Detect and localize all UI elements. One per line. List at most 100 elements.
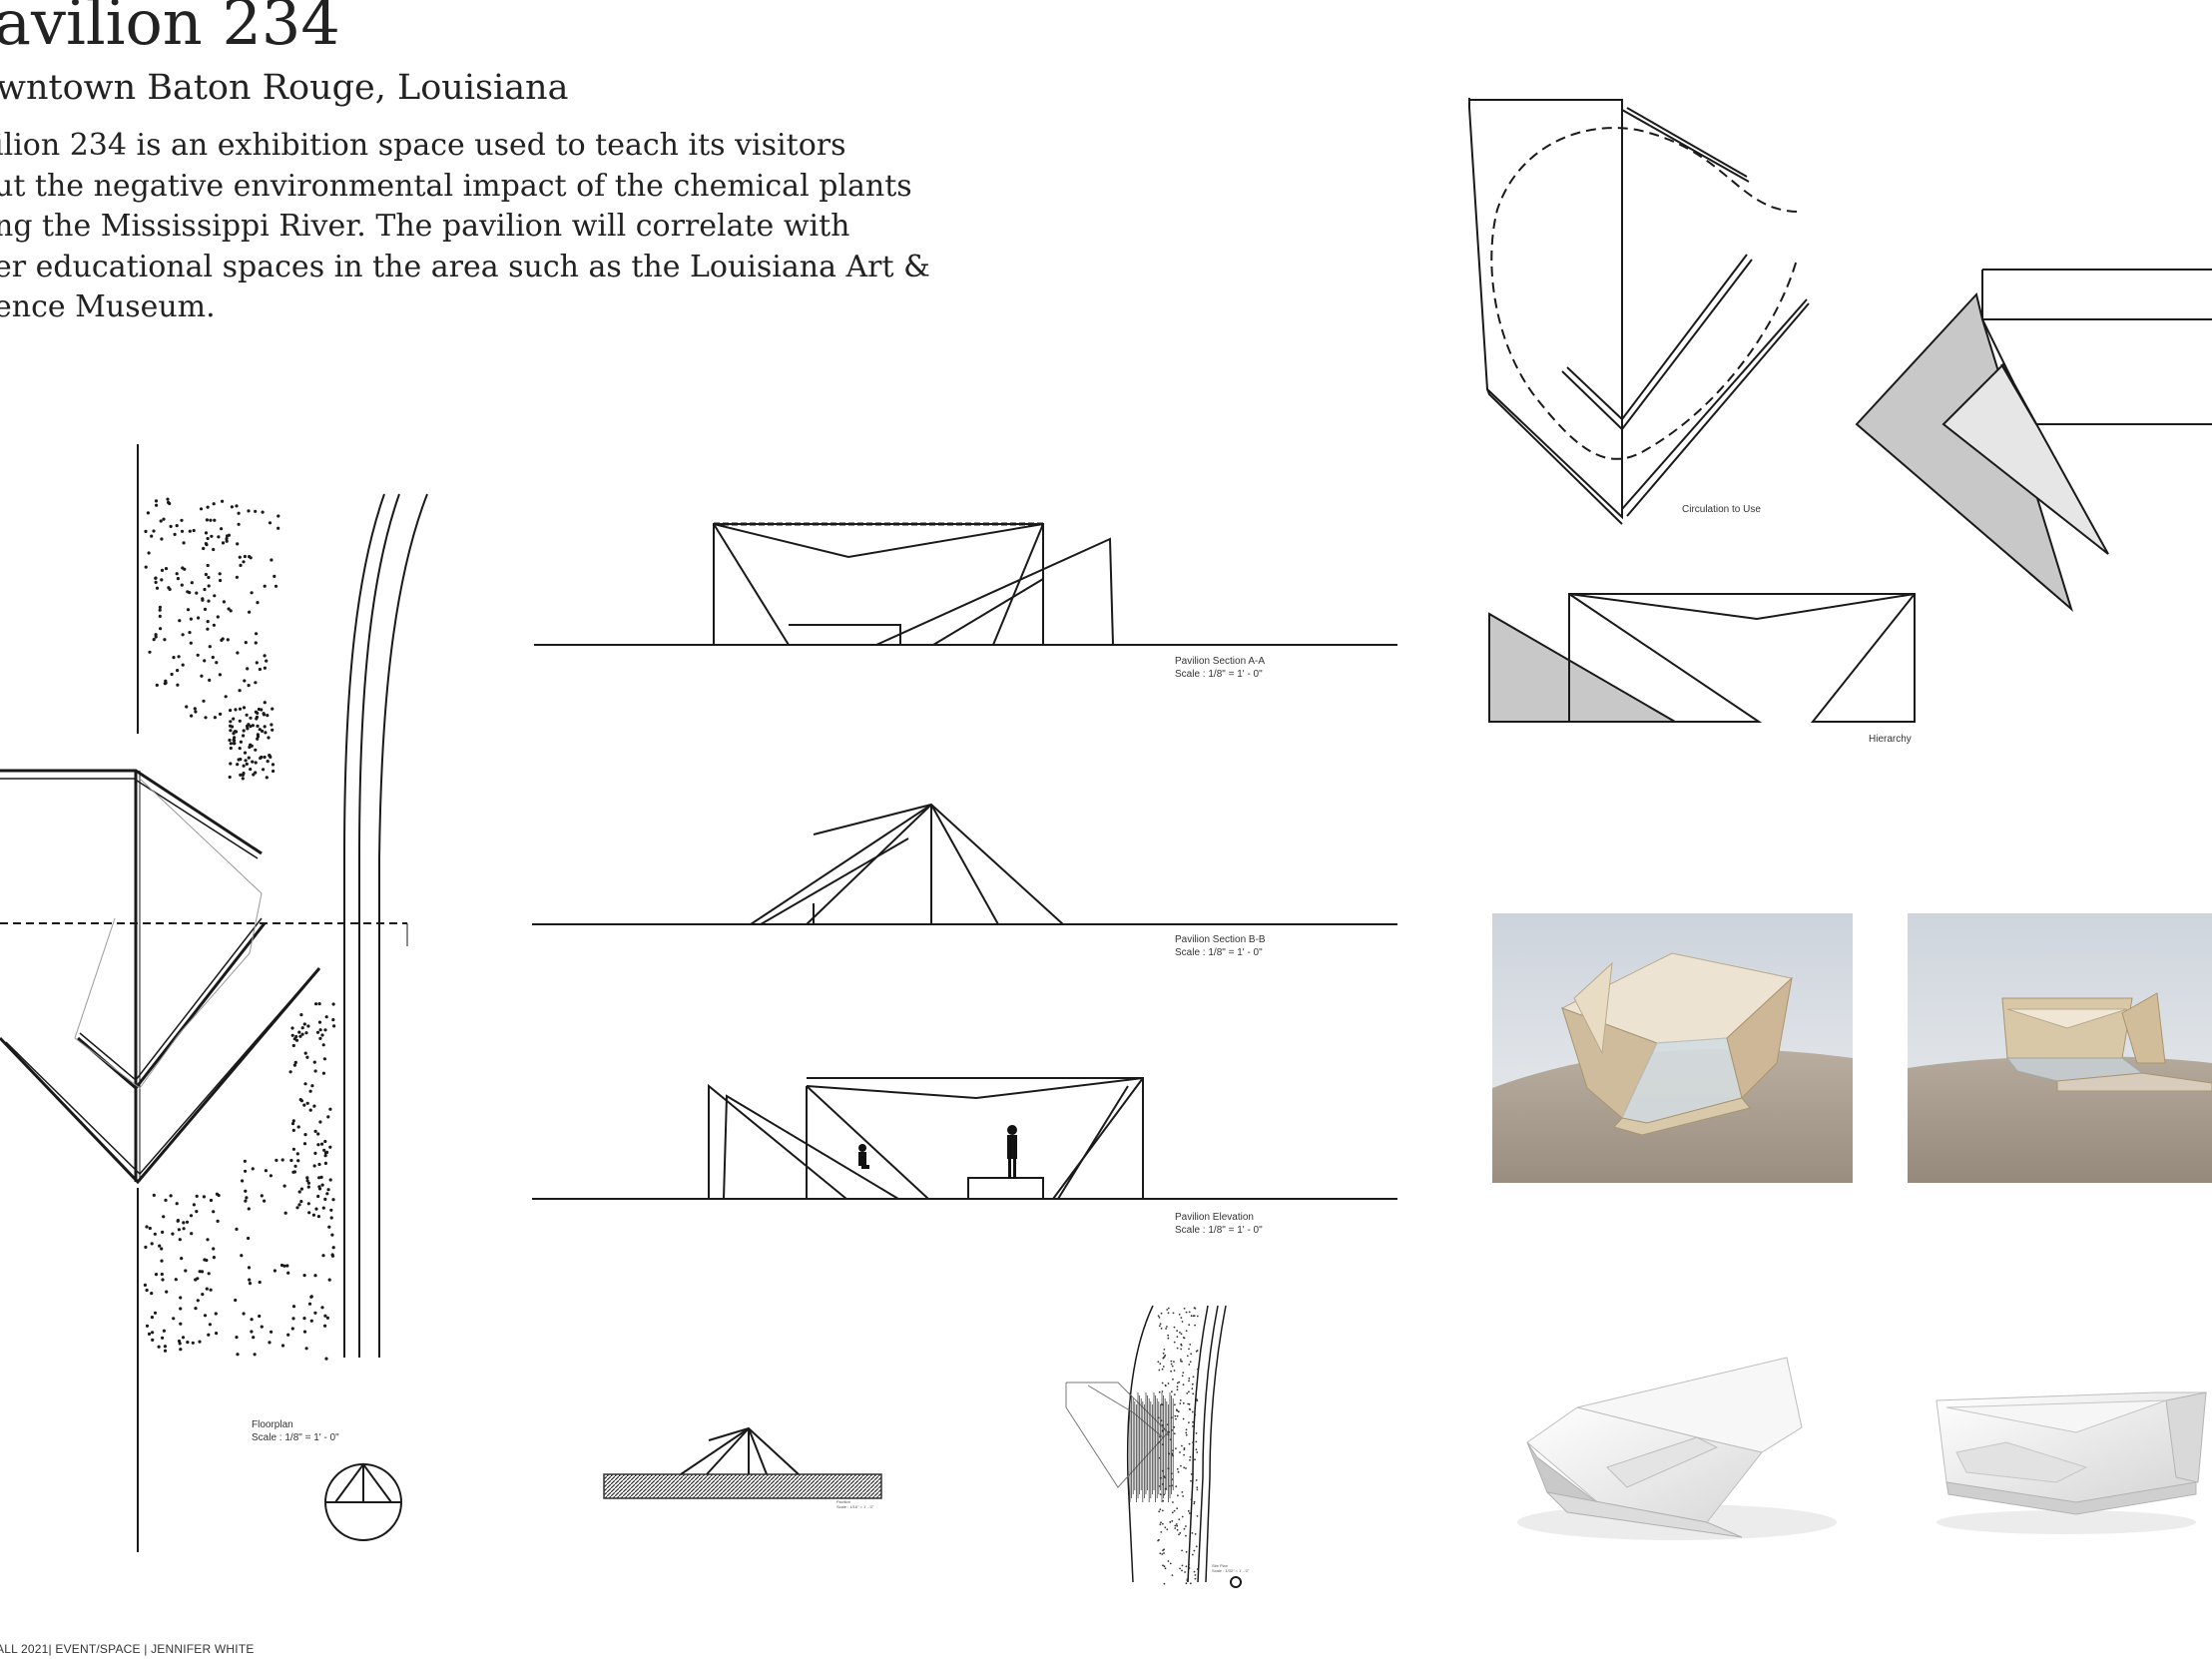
vegetation-dot — [299, 1013, 303, 1017]
vegetation-dot — [320, 1033, 324, 1037]
vegetation-dot — [271, 763, 276, 767]
vegetation-dot — [1188, 1311, 1191, 1314]
vegetation-dot — [320, 1142, 324, 1146]
vegetation-dot — [1173, 1432, 1176, 1435]
vegetation-dot — [160, 568, 165, 572]
vegetation-dot — [1180, 1333, 1183, 1336]
vegetation-dot — [1173, 1341, 1176, 1344]
vegetation-dot — [247, 1236, 251, 1241]
vegetation-dot — [290, 1026, 294, 1030]
vegetation-dot — [185, 705, 189, 709]
vegetation-dot — [268, 754, 272, 758]
vegetation-dot — [258, 1314, 262, 1319]
circulation-caption: Circulation to Use — [1682, 504, 1761, 515]
vegetation-dot — [1163, 1565, 1166, 1568]
vegetation-dot — [329, 1216, 333, 1220]
vegetation-dot — [331, 1246, 335, 1250]
vegetation-dot — [218, 673, 222, 677]
vegetation-dot — [328, 1107, 332, 1111]
vegetation-dot — [1188, 1348, 1190, 1351]
vegetation-dot — [1185, 1565, 1188, 1568]
description-line: ng the Mississippi River. The pavilion w… — [0, 209, 850, 244]
vegetation-dot — [1176, 1347, 1179, 1350]
vegetation-dot — [1171, 1478, 1174, 1480]
vegetation-dot — [201, 1293, 205, 1297]
vegetation-dot — [316, 1132, 320, 1136]
vegetation-dot — [212, 1210, 216, 1214]
vegetation-dot — [307, 1302, 312, 1306]
vegetation-dot — [1193, 1549, 1196, 1552]
vegetation-dot — [1181, 1361, 1183, 1363]
vegetation-dot — [1196, 1486, 1199, 1488]
vegetation-dot — [213, 716, 217, 720]
vegetation-dot — [262, 713, 267, 717]
vegetation-dot — [322, 1148, 326, 1152]
vegetation-dot — [321, 1206, 325, 1210]
vegetation-dot — [151, 1331, 155, 1335]
vegetation-dot — [1179, 1402, 1182, 1404]
vegetation-dot — [209, 518, 213, 522]
vegetation-dot — [1185, 1431, 1188, 1434]
vegetation-dot — [1195, 1432, 1198, 1434]
vegetation-dot — [1159, 1523, 1162, 1526]
vegetation-dot — [1196, 1451, 1199, 1453]
vegetation-dot — [192, 1203, 196, 1207]
vegetation-dot — [307, 1211, 311, 1215]
elevation-scale: Scale : 1/8" = 1' - 0" — [1175, 1225, 1263, 1236]
vegetation-dot — [1158, 1456, 1161, 1459]
hierarchy-diagram — [1488, 593, 1916, 723]
vegetation-dot — [204, 542, 208, 546]
floorplan-scale: Scale : 1/8" = 1' - 0" — [252, 1432, 339, 1443]
description-line: ilion 234 is an exhibition space used to… — [0, 128, 846, 163]
vegetation-dot — [1175, 1523, 1178, 1525]
elevation-name: Pavilion Elevation — [1175, 1212, 1254, 1223]
vegetation-dot — [308, 1089, 312, 1093]
vegetation-dot — [196, 1299, 200, 1303]
vegetation-dot — [192, 528, 196, 533]
vegetation-dot — [294, 1038, 299, 1042]
vegetation-dot — [145, 1324, 150, 1328]
vegetation-dot — [1159, 1508, 1162, 1511]
vegetation-dot — [1192, 1441, 1194, 1444]
vegetation-dot — [251, 760, 255, 764]
vegetation-dot — [1157, 1416, 1160, 1419]
vegetation-dot — [260, 755, 264, 760]
vegetation-dot — [1181, 1549, 1183, 1552]
vegetation-dot — [1192, 1376, 1195, 1379]
elevation-drawing — [532, 1077, 1397, 1200]
vegetation-dot — [294, 1034, 298, 1039]
vegetation-dot — [1196, 1488, 1199, 1491]
vegetation-dot — [178, 1238, 182, 1242]
vegetation-dot — [207, 1272, 211, 1276]
vegetation-dot — [1159, 1476, 1162, 1479]
vegetation-dot — [317, 1162, 321, 1167]
vegetation-dot — [194, 1307, 198, 1311]
vegetation-dot — [291, 1128, 295, 1132]
vegetation-dot — [254, 771, 258, 775]
vegetation-dot — [282, 1184, 286, 1188]
vegetation-dot — [316, 1194, 320, 1199]
vegetation-dot — [1161, 1423, 1164, 1426]
vegetation-dot — [226, 638, 230, 642]
section-a-drawing — [534, 522, 1397, 646]
vegetation-dot — [1188, 1407, 1191, 1410]
vegetation-dot — [236, 763, 240, 767]
vegetation-dot — [256, 711, 260, 715]
vegetation-dot — [222, 600, 226, 604]
vegetation-dot — [194, 1278, 198, 1282]
vegetation-dot — [332, 1024, 336, 1028]
vegetation-dot — [326, 1188, 330, 1192]
vegetation-dot — [1170, 1360, 1173, 1363]
vegetation-dot — [169, 524, 173, 528]
vegetation-dot — [154, 580, 158, 584]
vegetation-dot — [239, 773, 243, 777]
vegetation-dot — [206, 536, 210, 541]
vegetation-dot — [1192, 1392, 1195, 1395]
vegetation-dot — [1166, 1423, 1169, 1425]
vegetation-dot — [304, 1031, 308, 1035]
vegetation-dot — [328, 1178, 332, 1182]
vegetation-dot — [297, 1190, 301, 1194]
vegetation-dot — [1158, 1510, 1161, 1513]
vegetation-dot — [212, 547, 216, 552]
vegetation-dot — [1176, 1528, 1179, 1531]
